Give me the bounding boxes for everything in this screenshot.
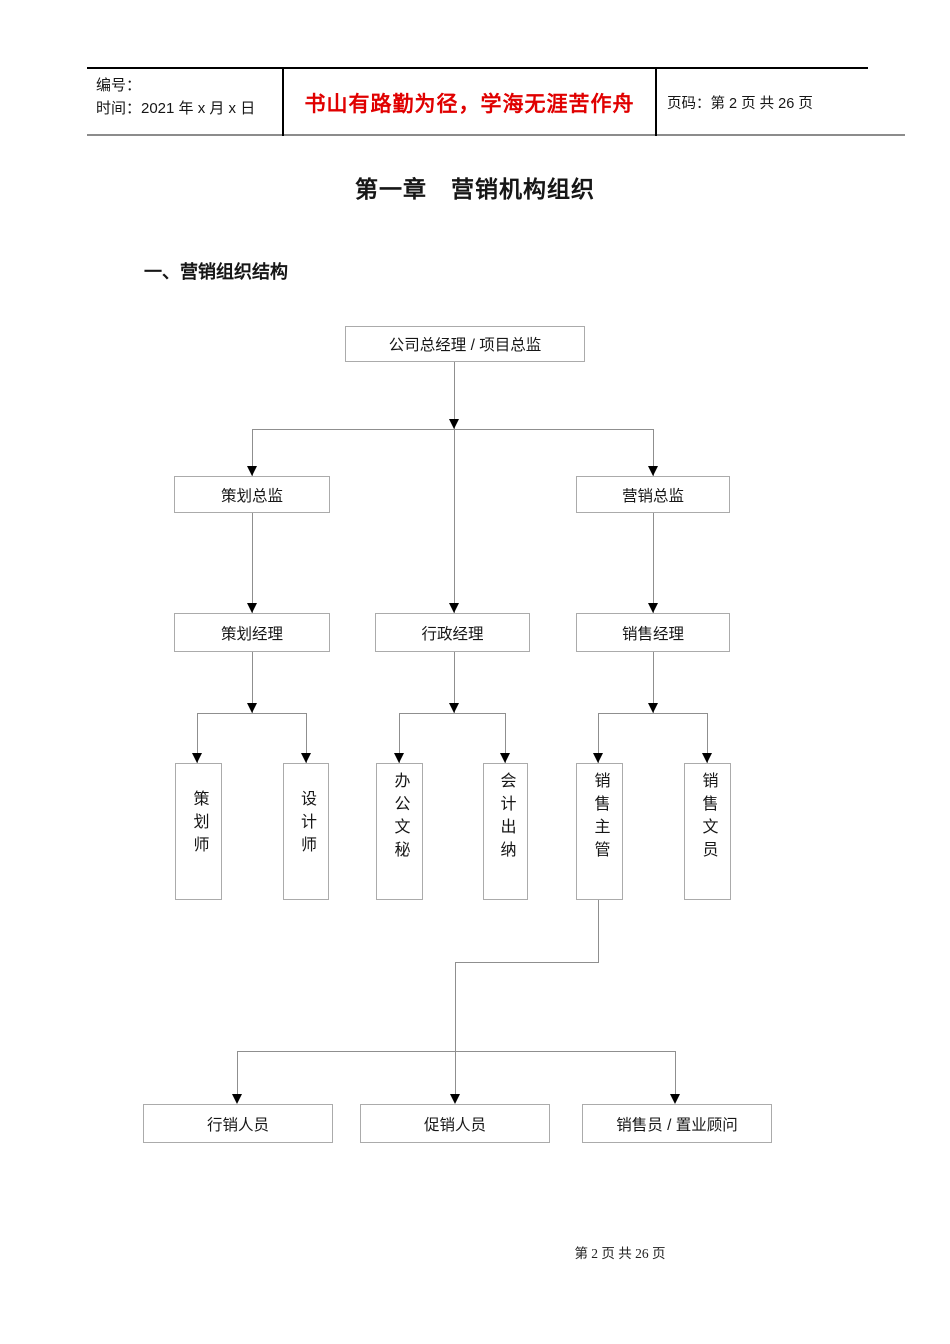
org-node-planning-director: 策划总监 [174,476,330,513]
org-node-label: 办公文秘 [391,772,409,864]
org-node-marketing-director: 营销总监 [576,476,730,513]
connector-line [399,713,400,763]
arrow-down-icon [449,703,459,713]
org-node-field-sales: 行销人员 [143,1104,333,1143]
page-footer-text: 第 2 页 共 26 页 [574,1246,666,1261]
section-heading: 一、营销组织结构 [144,262,288,282]
header-page-label: 页码：第 2 页 共 26 页 [667,96,813,112]
org-node-label: 策划师 [190,790,208,859]
arrow-down-icon [232,1094,242,1104]
arrow-down-icon [702,753,712,763]
connector-line [598,713,599,763]
header-cell-meta: 编号： 时间：2021 年 x 月 x 日 [87,69,282,136]
arrow-down-icon [247,603,257,613]
arrow-down-icon [394,753,404,763]
org-node-general-manager: 公司总经理 / 项目总监 [345,326,585,362]
arrow-down-icon [648,703,658,713]
arrow-down-icon [450,1094,460,1104]
org-node-label: 会计出纳 [497,772,515,864]
org-node-accounting-cashier: 会计出纳 [483,763,528,900]
org-node-salesperson: 销售员 / 置业顾问 [582,1104,772,1143]
connector-line [454,429,455,613]
arrow-down-icon [648,466,658,476]
connector-line [252,429,654,430]
connector-line [653,429,654,476]
connector-line [455,1051,456,1094]
header-bottom-rule [87,134,905,136]
arrow-down-icon [648,603,658,613]
connector-line [197,713,198,763]
arrow-down-icon [301,753,311,763]
connector-line [252,652,253,713]
arrow-down-icon [593,753,603,763]
chapter-title: 第一章 营销机构组织 [355,176,595,202]
arrow-down-icon [449,419,459,429]
org-node-designer: 设计师 [283,763,329,900]
connector-line [454,362,455,429]
connector-line [237,1051,238,1094]
connector-line [197,713,307,714]
connector-line [399,713,506,714]
connector-line [306,713,307,763]
org-node-label: 设计师 [298,790,315,859]
connector-line [653,652,654,713]
org-node-sales-manager: 销售经理 [576,613,730,652]
connector-line [598,900,599,962]
arrow-down-icon [500,753,510,763]
arrow-down-icon [192,753,202,763]
org-node-promotion-staff: 促销人员 [360,1104,550,1143]
org-node-office-secretary: 办公文秘 [376,763,423,900]
org-node-label: 销售主管 [591,772,609,864]
header-cell-page: 页码：第 2 页 共 26 页 [655,69,868,136]
connector-line [252,429,253,476]
connector-line [454,652,455,713]
org-node-sales-clerk: 销售文员 [684,763,731,900]
connector-line [505,713,506,763]
header-number-label: 编号： [96,77,142,94]
arrow-down-icon [449,603,459,613]
arrow-down-icon [670,1094,680,1104]
header-cell-motto: 书山有路勤为径，学海无涯苦作舟 [282,69,655,136]
org-node-label: 销售文员 [699,772,717,864]
arrow-down-icon [247,703,257,713]
header-table: 编号： 时间：2021 年 x 月 x 日 书山有路勤为径，学海无涯苦作舟 页码… [87,67,868,136]
arrow-down-icon [247,466,257,476]
connector-line [455,962,456,1051]
connector-line [455,962,599,963]
org-node-admin-manager: 行政经理 [375,613,530,652]
header-motto-text: 书山有路勤为径，学海无涯苦作舟 [304,92,635,116]
org-node-sales-supervisor: 销售主管 [576,763,623,900]
connector-line [237,1051,675,1052]
header-time-label: 时间：2021 年 x 月 x 日 [96,100,256,117]
connector-line [598,713,708,714]
connector-line [252,513,253,613]
connector-line [675,1051,676,1094]
org-node-planning-manager: 策划经理 [174,613,330,652]
connector-line [707,713,708,763]
org-node-planner: 策划师 [175,763,222,900]
connector-line [653,513,654,613]
